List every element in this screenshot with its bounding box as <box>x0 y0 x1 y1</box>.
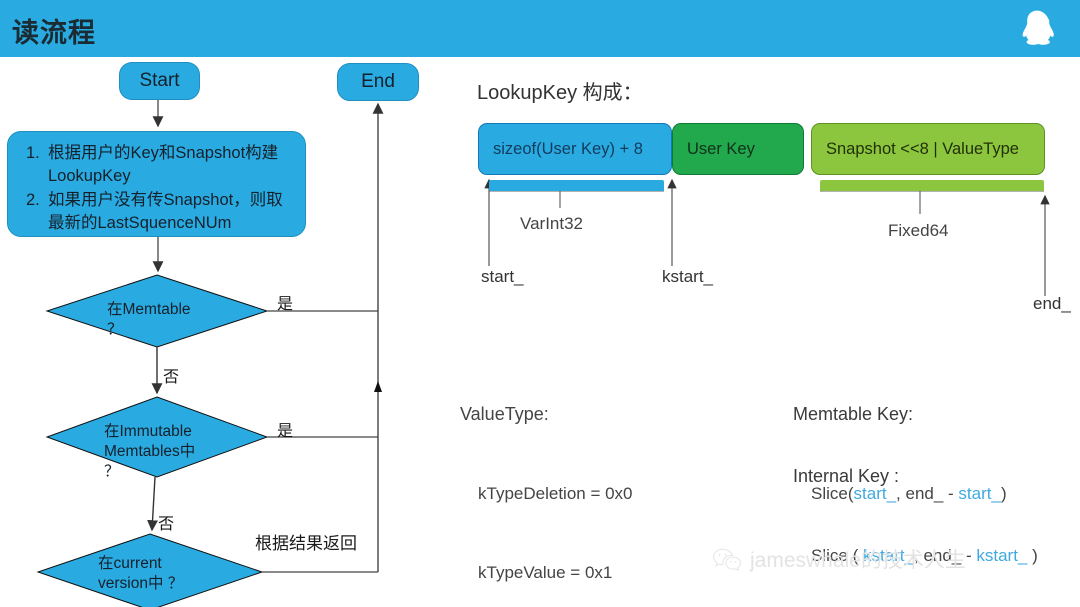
valuetype-block: ValueType: kTypeDeletion = 0x0 kTypeValu… <box>460 348 680 607</box>
internal-key-heading: Internal Key : <box>793 465 900 486</box>
slice-middle: , end_ - <box>914 546 977 566</box>
segment-label: User Key <box>687 139 755 158</box>
pointer-label-kstart: kstart_ <box>662 267 714 286</box>
pointer-label-end: end_ <box>1033 294 1071 313</box>
slice-suffix: ) <box>1000 484 1007 504</box>
memtable-key-block: Memtable Key: Slice(start_, end_ - start… <box>793 348 1007 560</box>
decision-current-version-label: 在current version中 ？ <box>98 555 184 592</box>
valuetype-entry: kTypeValue = 0x1 <box>478 563 613 583</box>
flow-process-node[interactable]: 1. 根据用户的Key和Snapshot构建 LookupKey 2. 如果用户… <box>7 131 306 237</box>
watermark: jameswhale的技术人生 <box>712 544 966 574</box>
slice-arg-start: start_ <box>853 484 897 504</box>
edge-label-no-memtable: 否 <box>163 369 180 386</box>
slice-arg-kstart: kstart_ <box>862 546 914 566</box>
list-item-number: 1. <box>26 144 40 162</box>
valuetype-entry: kTypeDeletion = 0x0 <box>478 484 633 504</box>
edge-label-yes-memtable: 是 <box>277 296 294 313</box>
edge-label-return-result: 根据结果返回 <box>255 534 357 553</box>
flow-end-node[interactable]: End <box>337 63 419 101</box>
list-item-number: 2. <box>26 190 40 209</box>
segment-label: sizeof(User Key) + 8 <box>493 139 643 158</box>
slice-suffix: ) <box>1027 546 1038 566</box>
slice-arg-start-2: start_ <box>958 484 1001 504</box>
flow-start-node[interactable]: Start <box>119 62 200 100</box>
brace-label-varint32: VarInt32 <box>520 214 584 233</box>
lookupkey-title: LookupKey 构成： <box>477 82 643 104</box>
edge-label-yes-immutable: 是 <box>277 423 294 440</box>
list-item-text: 如果用户没有传Snapshot，则取 最新的LastSquenceNUm <box>48 190 283 233</box>
flow-end-label: End <box>361 71 395 92</box>
page-title: 读流程 <box>12 18 96 48</box>
watermark-text: jameswhale的技术人生 <box>750 549 966 572</box>
brace-fixed64 <box>820 180 1044 191</box>
slice-middle: , end_ - <box>896 484 959 504</box>
internal-key-expression: Slice ( kstart_, end_ - kstart_ ) <box>793 543 1038 569</box>
decision-immutable-label: 在Immutable Memtables中 ？ <box>104 423 196 480</box>
flow-process-list: 1. 根据用户的Key和Snapshot构建 LookupKey 2. 如果用户… <box>26 142 283 236</box>
brace-label-fixed64: Fixed64 <box>888 221 949 240</box>
pointer-label-start: start_ <box>481 267 524 286</box>
memtable-key-heading: Memtable Key: <box>793 403 914 424</box>
segment-label: Snapshot <<8 | ValueType <box>826 139 1019 158</box>
valuetype-heading: ValueType: <box>460 403 549 424</box>
wechat-icon <box>712 548 742 571</box>
slice-prefix: Slice ( <box>811 546 863 566</box>
edge-label-no-immutable: 否 <box>158 516 175 533</box>
slice-prefix: Slice( <box>811 484 854 504</box>
slide-header-bar: 读流程 <box>0 0 1080 57</box>
list-item-text: 根据用户的Key和Snapshot构建 LookupKey <box>48 144 279 186</box>
decision-memtable-label: 在Memtable ？ <box>107 301 191 338</box>
slice-arg-kstart-2: kstart_ <box>976 546 1028 566</box>
internal-key-block: Internal Key : Slice ( kstart_, end_ - k… <box>793 410 1038 607</box>
brace-varint32 <box>489 180 664 191</box>
lookupkey-segment-snapshot: Snapshot <<8 | ValueType <box>811 123 1045 175</box>
lookupkey-segment-userkey: User Key <box>672 123 804 175</box>
lookupkey-segment-size: sizeof(User Key) + 8 <box>478 123 672 175</box>
memtable-key-expression: Slice(start_, end_ - start_) <box>793 481 1007 507</box>
qq-penguin-icon <box>1022 10 1054 45</box>
list-item: 2. 如果用户没有传Snapshot，则取 最新的LastSquenceNUm <box>26 189 283 236</box>
flow-start-label: Start <box>139 70 180 91</box>
list-item: 1. 根据用户的Key和Snapshot构建 LookupKey <box>26 142 283 189</box>
